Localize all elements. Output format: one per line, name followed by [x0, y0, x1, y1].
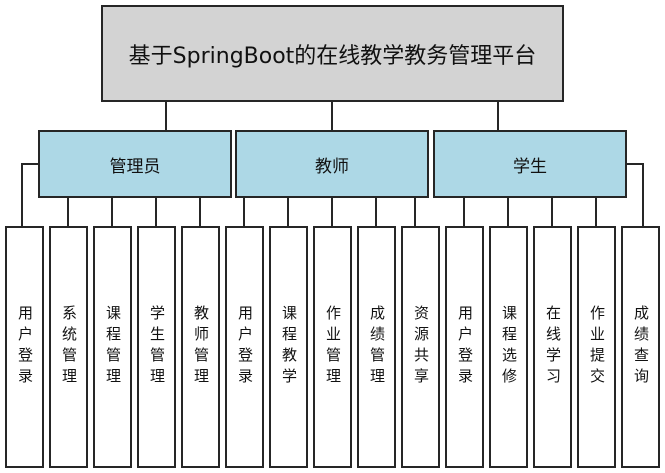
module-student-homework-submission: 作业提交 [577, 226, 616, 468]
role-label-student: 学生 [513, 156, 547, 177]
connector-student-m2 [551, 197, 553, 227]
connector-teacher-m0 [243, 197, 245, 227]
role-label-teacher: 教师 [315, 156, 349, 177]
connector-teacher-m1 [287, 197, 289, 227]
role-node-teacher: 教师 [235, 130, 429, 198]
module-label: 用户登录 [16, 305, 34, 389]
connector-admin-m2 [111, 197, 113, 227]
module-label: 课程教学 [280, 305, 298, 389]
connector-student-m3 [595, 197, 597, 227]
module-student-user-login: 用户登录 [445, 226, 484, 468]
module-student-grade-query: 成绩查询 [621, 226, 660, 468]
module-admin-student-management: 学生管理 [137, 226, 176, 468]
module-student-online-learning: 在线学习 [533, 226, 572, 468]
module-label: 课程选修 [500, 305, 518, 389]
role-node-student: 学生 [433, 130, 627, 198]
module-label: 作业提交 [588, 305, 606, 389]
module-label: 作业管理 [324, 305, 342, 389]
connector-teacher-m2 [331, 197, 333, 227]
connector-root-teacher [331, 101, 333, 131]
module-teacher-resource-sharing: 资源共享 [401, 226, 440, 468]
connector-student-side [625, 163, 644, 165]
module-label: 资源共享 [412, 305, 430, 389]
connector-admin-m0 [21, 163, 23, 227]
module-label: 成绩查询 [632, 305, 650, 389]
root-title-text: 基于SpringBoot的在线教学教务管理平台 [128, 43, 537, 69]
connector-admin-m4 [199, 197, 201, 227]
module-admin-course-management: 课程管理 [93, 226, 132, 468]
connector-student-m0 [463, 197, 465, 227]
module-label: 系统管理 [60, 305, 78, 389]
module-label: 用户登录 [236, 305, 254, 389]
connector-root-admin [165, 101, 167, 131]
module-teacher-course-teaching: 课程教学 [269, 226, 308, 468]
module-teacher-homework-management: 作业管理 [313, 226, 352, 468]
module-label: 学生管理 [148, 305, 166, 389]
module-label: 成绩管理 [368, 305, 386, 389]
module-label: 用户登录 [456, 305, 474, 389]
module-label: 在线学习 [544, 305, 562, 389]
connector-teacher-m4 [414, 197, 416, 227]
connector-student-m1 [507, 197, 509, 227]
connector-teacher-m3 [375, 197, 377, 227]
connector-root-student [497, 101, 499, 131]
module-student-course-selection: 课程选修 [489, 226, 528, 468]
connector-admin-m3 [155, 197, 157, 227]
module-teacher-grade-management: 成绩管理 [357, 226, 396, 468]
connector-student-m4 [642, 163, 644, 227]
root-node-platform-title: 基于SpringBoot的在线教学教务管理平台 [101, 5, 564, 102]
module-admin-user-login: 用户登录 [5, 226, 44, 468]
connector-admin-side [21, 163, 39, 165]
module-teacher-user-login: 用户登录 [225, 226, 264, 468]
role-node-admin: 管理员 [38, 130, 232, 198]
connector-admin-m1 [67, 197, 69, 227]
module-label: 教师管理 [192, 305, 210, 389]
module-label: 课程管理 [104, 305, 122, 389]
module-admin-teacher-management: 教师管理 [181, 226, 220, 468]
role-label-admin: 管理员 [109, 156, 161, 177]
module-admin-system-management: 系统管理 [49, 226, 88, 468]
